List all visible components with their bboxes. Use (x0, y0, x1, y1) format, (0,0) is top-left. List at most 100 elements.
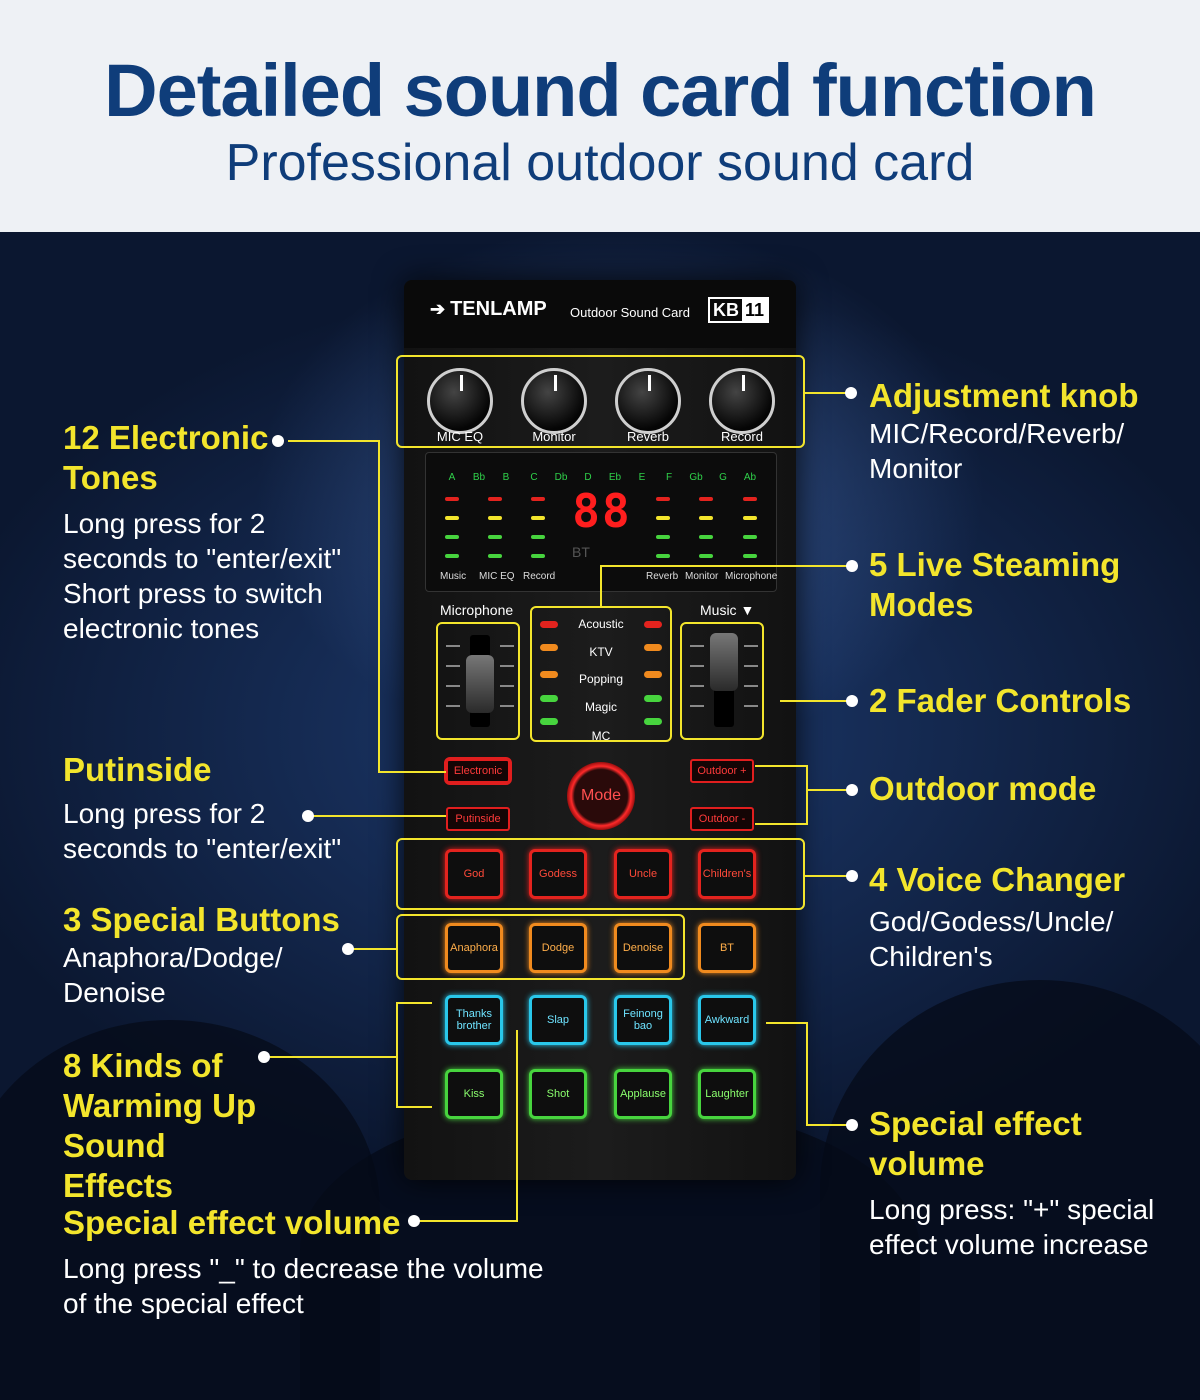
note-label: F (665, 472, 673, 483)
anaphora-button[interactable]: Anaphora (445, 923, 503, 973)
meter-segment (743, 535, 757, 539)
knob-label: Record (721, 429, 763, 444)
annotation-effect-volume-left: Special effect volume Long press "_" to … (63, 1204, 544, 1319)
meter-segment (656, 554, 670, 558)
note-label: Ab (743, 472, 757, 483)
reverb-knob[interactable] (615, 368, 681, 434)
meter-segment (531, 554, 545, 558)
display-label: Music (440, 571, 467, 582)
annotation-special-buttons: 3 Special Buttons Anaphora/Dodge/ Denois… (63, 901, 340, 1008)
display-label: MIC EQ (479, 571, 515, 582)
display-label: Monitor (685, 571, 719, 582)
mode-popping: Popping (578, 672, 624, 686)
voice-god-button[interactable]: God (445, 849, 503, 899)
meter-segment (531, 497, 545, 501)
note-label: Eb (608, 472, 622, 483)
note-label: Db (554, 472, 568, 483)
display-label: Record (523, 571, 556, 582)
bt-indicator: BT (572, 544, 590, 560)
effect-feinong-bao-button[interactable]: Feinong bao (614, 995, 672, 1045)
outdoor-plus-button[interactable]: Outdoor + (690, 759, 754, 783)
effect-thanks-brother-button[interactable]: Thanks brother (445, 995, 503, 1045)
meter-segment (743, 554, 757, 558)
mic-eq-knob[interactable] (427, 368, 493, 434)
annotation-adjustment-knob: Adjustment knob MIC/Record/Reverb/ Monit… (869, 377, 1139, 484)
knob-label: Reverb (627, 429, 669, 444)
meter-segment (743, 516, 757, 520)
microphone-label: Microphone (440, 602, 514, 618)
note-label: G (719, 472, 727, 483)
note-label: Gb (689, 472, 703, 483)
voice-uncle-button[interactable]: Uncle (614, 849, 672, 899)
effect-applause-button[interactable]: Applause (614, 1069, 672, 1119)
mic-fader-highlight (436, 622, 520, 740)
page-title: Detailed sound card function (104, 49, 1097, 132)
meter-segment (699, 535, 713, 539)
meter-segment (445, 554, 459, 558)
page-subtitle: Professional outdoor sound card (225, 134, 975, 192)
meter-segment (699, 554, 713, 558)
voice-children-button[interactable]: Children's (698, 849, 756, 899)
knob-label: Monitor (532, 429, 576, 444)
display-label: Reverb (646, 571, 679, 582)
voice-godess-button[interactable]: Godess (529, 849, 587, 899)
effect-laughter-button[interactable]: Laughter (698, 1069, 756, 1119)
meter-segment (656, 497, 670, 501)
annotation-warming-up: 8 Kinds of Warming Up Sound Effects (63, 1047, 257, 1204)
meter-segment (699, 516, 713, 520)
meter-segment (488, 497, 502, 501)
effect-slap-button[interactable]: Slap (529, 995, 587, 1045)
mode-acoustic: Acoustic (578, 617, 624, 631)
mode-mc: MC (591, 729, 611, 743)
brand-subtitle: Outdoor Sound Card (570, 305, 690, 320)
annotation-putinside: Putinside Long press for 2 seconds to "e… (63, 751, 342, 864)
mode-ktv: KTV (589, 645, 613, 659)
microphone-fader[interactable] (440, 625, 520, 737)
special-highlight (396, 914, 685, 980)
meter-segment (445, 516, 459, 520)
annotation-electronic-tones: 12 Electronic Tones Long press for 2 sec… (63, 419, 342, 644)
note-label: C (530, 472, 538, 483)
music-fader-highlight (680, 622, 764, 740)
record-knob[interactable] (709, 368, 775, 434)
meter-segment (531, 535, 545, 539)
putinside-button[interactable]: Putinside (446, 807, 510, 831)
annotation-effect-volume-right: Special effect volume Long press: "+" sp… (869, 1105, 1155, 1260)
meter-segment (656, 516, 670, 520)
dodge-button[interactable]: Dodge (529, 923, 587, 973)
annotation-live-modes: 5 Live Steaming Modes (869, 546, 1121, 623)
mode-magic: Magic (584, 700, 617, 714)
modes-highlight (530, 606, 672, 742)
meter-segment (445, 535, 459, 539)
meter-segment (531, 516, 545, 520)
effect-kiss-button[interactable]: Kiss (445, 1069, 503, 1119)
note-label: D (584, 472, 592, 483)
knob-label: MIC EQ (436, 429, 484, 444)
voice-highlight (396, 838, 805, 910)
meter-segment (445, 497, 459, 501)
knobs-highlight (396, 355, 805, 448)
header-banner: Detailed sound card function Professiona… (0, 0, 1200, 232)
music-fader[interactable] (684, 625, 764, 737)
effect-awkward-button[interactable]: Awkward (698, 995, 756, 1045)
meter-segment (488, 516, 502, 520)
monitor-knob[interactable] (521, 368, 587, 434)
device-top-bar (404, 280, 796, 348)
meter-segment (743, 497, 757, 501)
bt-button[interactable]: BT (698, 923, 756, 973)
meter-segment (699, 497, 713, 501)
mode-button[interactable]: Mode (567, 762, 635, 830)
annotation-fader-controls: 2 Fader Controls (869, 682, 1132, 719)
segment-display: 88 (572, 484, 632, 538)
note-label: A (448, 472, 456, 483)
outdoor-minus-button[interactable]: Outdoor - (690, 807, 754, 831)
meter-segment (656, 535, 670, 539)
note-label: E (638, 472, 646, 483)
effect-shot-button[interactable]: Shot (529, 1069, 587, 1119)
note-label: B (502, 472, 510, 483)
annotation-voice-changer: 4 Voice Changer God/Godess/Uncle/ Childr… (869, 861, 1126, 972)
annotation-outdoor-mode: Outdoor mode (869, 770, 1097, 807)
denoise-button[interactable]: Denoise (614, 923, 672, 973)
electronic-button[interactable]: Electronic (446, 759, 510, 783)
